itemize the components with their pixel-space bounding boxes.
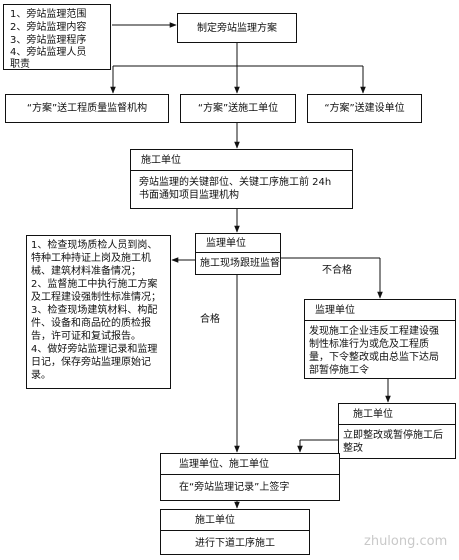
checklist-line: 件、设备和商品砼的质检报 bbox=[31, 318, 151, 329]
rectify-line-2: 整改 bbox=[343, 443, 363, 454]
checklist-line: 1、检查现场质检人员到岗、 bbox=[31, 240, 158, 251]
pass-label: 合格 bbox=[200, 314, 220, 325]
next-body: 进行下道工序施工 bbox=[195, 538, 275, 549]
rectify-line-1: 立即整改或暂停施工后 bbox=[343, 430, 443, 441]
scope-notes-box: 1、旁站监理范围 2、旁站监理内容 3、旁站监理程序 4、旁站监理人员 职责 bbox=[3, 4, 111, 70]
violation-line-1: 发现施工企业违反工程建设强 bbox=[309, 326, 439, 337]
checklist-box: 1、检查现场质检人员到岗、 特种工种持证上岗及施工机 械、建筑材料准备情况； 2… bbox=[26, 235, 171, 389]
send-supervision-agency-box: “方案”送工程质量监督机构 bbox=[5, 94, 169, 123]
plan-box: 制定旁站监理方案 bbox=[177, 13, 297, 43]
notify-title: 施工单位 bbox=[141, 155, 181, 166]
notes-line-3: 3、旁站监理程序 bbox=[10, 35, 87, 46]
send-owner-label: “方案”送建设单位 bbox=[324, 103, 405, 114]
sign-body: 在“旁站监理记录”上签字 bbox=[179, 482, 290, 493]
send-supervision-agency-label: “方案”送工程质量监督机构 bbox=[26, 103, 148, 114]
violation-line-4: 部暂停施工令 bbox=[309, 365, 369, 376]
rectify-box: 施工单位 立即整改或暂停施工后 整改 bbox=[338, 403, 456, 459]
next-box: 施工单位 进行下道工序施工 bbox=[160, 509, 310, 555]
watermark: zhulong.com bbox=[364, 534, 448, 549]
sign-title: 监理单位、施工单位 bbox=[179, 459, 269, 470]
checklist-line: 2、监督施工中执行施工方案 bbox=[31, 279, 158, 290]
send-contractor-box: “方案”送施工单位 bbox=[180, 94, 296, 123]
violation-divider bbox=[305, 320, 455, 321]
next-title: 施工单位 bbox=[195, 515, 235, 526]
checklist-line: 特种工种持证上岗及施工机 bbox=[31, 253, 151, 264]
checklist-line: 3、检查现场建筑材料、构配 bbox=[31, 305, 158, 316]
supervise-title: 监理单位 bbox=[206, 238, 246, 249]
send-contractor-label: “方案”送施工单位 bbox=[197, 103, 279, 114]
checklist-line: 录。 bbox=[31, 370, 51, 381]
notify-line-2: 书面通知项目监理机构 bbox=[139, 190, 239, 201]
fail-label: 不合格 bbox=[322, 265, 352, 276]
checklist-line: 告，许可证和复试报告。 bbox=[31, 331, 141, 342]
checklist-line: 及工程建设强制性标准情况； bbox=[31, 292, 161, 303]
violation-line-2: 制性标准行为或危及工程质 bbox=[309, 339, 429, 350]
notify-box: 施工单位 旁站监理的关键部位、关键工序施工前 24h 书面通知项目监理机构 bbox=[130, 149, 353, 209]
rectify-title: 施工单位 bbox=[353, 409, 393, 420]
checklist-line: 4、做好旁站监理记录和监理 bbox=[31, 344, 158, 355]
notes-line-2: 2、旁站监理内容 bbox=[10, 22, 87, 33]
notes-line-5: 职责 bbox=[10, 59, 30, 70]
notes-line-1: 1、旁站监理范围 bbox=[10, 9, 87, 20]
supervise-divider bbox=[196, 252, 280, 253]
violation-title: 监理单位 bbox=[315, 305, 355, 316]
violation-line-3: 量，下令整改或由总监下达局 bbox=[309, 352, 439, 363]
sign-box: 监理单位、施工单位 在“旁站监理记录”上签字 bbox=[160, 453, 340, 501]
send-owner-box: “方案”送建设单位 bbox=[307, 94, 422, 123]
next-divider bbox=[161, 530, 309, 531]
supervise-box: 监理单位 施工现场跟班监督 bbox=[195, 233, 281, 275]
checklist-line: 械、建筑材料准备情况； bbox=[31, 266, 141, 277]
notes-line-4: 4、旁站监理人员 bbox=[10, 47, 87, 58]
plan-label: 制定旁站监理方案 bbox=[197, 23, 277, 34]
notify-line-1: 旁站监理的关键部位、关键工序施工前 24h bbox=[139, 177, 332, 188]
notify-divider bbox=[131, 170, 352, 171]
checklist-line: 日记，保存旁站监理原始记 bbox=[31, 357, 151, 368]
sign-divider bbox=[161, 474, 339, 475]
supervise-body: 施工现场跟班监督 bbox=[200, 258, 280, 269]
rectify-divider bbox=[339, 424, 455, 425]
violation-box: 监理单位 发现施工企业违反工程建设强 制性标准行为或危及工程质 量，下令整改或由… bbox=[304, 299, 456, 379]
